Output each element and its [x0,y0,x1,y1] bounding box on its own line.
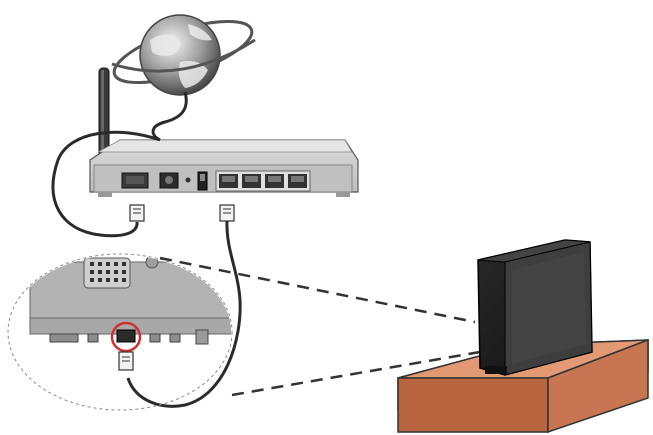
highlight-ring [110,321,142,353]
globe-icon [111,14,256,96]
zoom-detail-outline [7,253,233,411]
vent-grille-icon [83,257,131,289]
lan-ports [215,170,311,192]
wan-plug-icon [129,204,145,222]
tv-lan-plug-icon [118,351,134,371]
reset-button [185,177,191,183]
zoom-projection-lines [159,256,481,397]
lan-plug-icon [219,204,235,222]
tv-lan-port [116,329,136,343]
internet-cable [151,91,188,142]
television-icon [477,239,593,376]
wan-cable [51,130,161,238]
wireless-router-icon [89,139,359,197]
ethernet-cable [126,220,242,408]
wooden-stand-icon [397,338,649,434]
magnified-tv-rear-panel [29,255,231,371]
